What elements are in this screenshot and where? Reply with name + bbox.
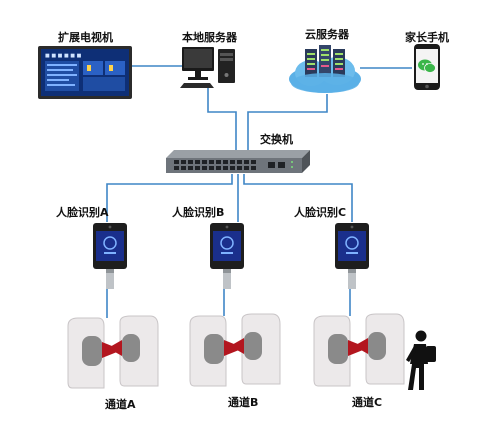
- extended-tv-icon: ■ ■ ■ ■ ■ ■: [38, 46, 132, 99]
- wechat-icon: [418, 59, 436, 73]
- wire-switch-face-a: [106, 174, 233, 222]
- local-server-label: 本地服务器: [182, 31, 237, 44]
- switch-label: 交换机: [260, 133, 293, 146]
- wire-server-switch: [207, 86, 237, 150]
- channel-c-gate-icon: [313, 313, 405, 387]
- tv-screen-title: ■ ■ ■ ■ ■ ■: [45, 53, 82, 59]
- channel-a-gate-icon: [67, 315, 159, 389]
- cloud-server-icon: [289, 45, 361, 93]
- channel-b-gate-icon: [189, 313, 281, 387]
- parent-phone-icon: [414, 44, 440, 90]
- local-server-icon: [180, 47, 235, 88]
- face-terminal-c-icon: [335, 223, 369, 289]
- face-terminal-b-icon: [210, 223, 244, 289]
- face-terminal-c-label: 人脸识别C: [294, 206, 347, 219]
- wire-cloud-switch: [247, 94, 328, 150]
- face-terminal-b-label: 人脸识别B: [172, 206, 225, 219]
- channel-b-label: 通道B: [228, 396, 259, 409]
- channel-a-label: 通道A: [105, 398, 136, 411]
- parent-phone-label: 家长手机: [405, 31, 449, 44]
- face-terminal-a-label: 人脸识别A: [56, 206, 109, 219]
- channel-c-label: 通道C: [352, 396, 383, 409]
- face-terminal-a-icon: [93, 223, 127, 289]
- wire-switch-face-c: [243, 174, 353, 222]
- extended-tv-label: 扩展电视机: [58, 31, 113, 44]
- pedestrian-icon: [406, 330, 436, 390]
- network-switch-icon: [166, 150, 310, 173]
- cloud-server-label: 云服务器: [305, 28, 349, 41]
